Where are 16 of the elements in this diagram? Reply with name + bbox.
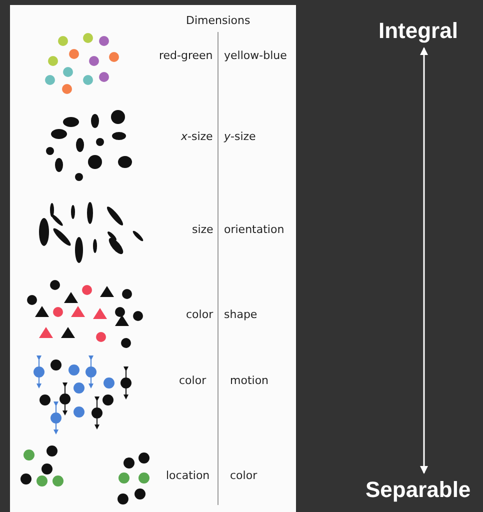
dimension-label: size	[192, 223, 214, 236]
dimension-label: y-size	[224, 130, 256, 143]
double-headed-arrow	[420, 47, 428, 474]
dimension-label: orientation	[224, 223, 284, 236]
axis-end-label: Integral	[378, 18, 458, 44]
dimension-label: red-green	[159, 49, 213, 62]
dimension-label: color	[230, 469, 258, 482]
axis-end-label: Separable	[366, 477, 471, 503]
dimension-label: location	[166, 469, 210, 482]
dimension-label: yellow-blue	[224, 49, 287, 62]
dimension-label: x-size	[181, 130, 213, 143]
column-heading: Dimensions	[186, 14, 250, 27]
dimension-label: color	[179, 374, 206, 387]
dimension-label: color	[186, 308, 214, 321]
dimension-label: motion	[230, 374, 269, 387]
dimension-label: shape	[224, 308, 258, 321]
